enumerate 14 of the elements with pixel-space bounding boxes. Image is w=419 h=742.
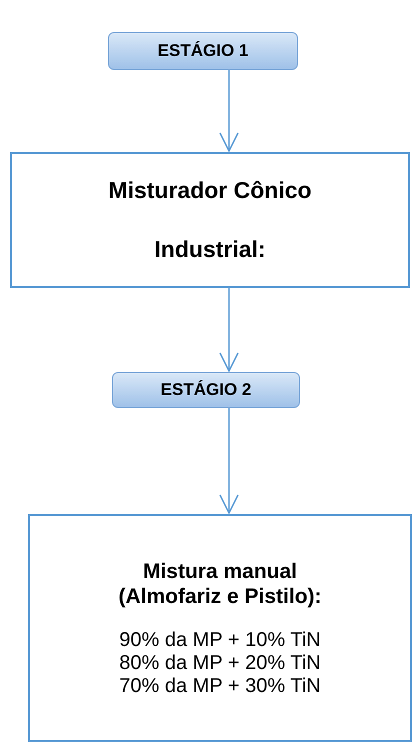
arrow	[219, 408, 239, 514]
process-title: Mistura manual (Almofariz e Pistilo):	[117, 558, 323, 608]
process-title: Misturador Cônico Industrial:	[107, 176, 313, 264]
process-box	[10, 152, 410, 288]
arrow	[219, 288, 239, 372]
stage-box	[112, 372, 300, 408]
arrow	[219, 70, 239, 152]
mixture-ratio: 70% da MP + 30% TiN	[119, 674, 321, 698]
stage-title: ESTÁGIO 2	[160, 380, 252, 400]
mixture-ratio: 80% da MP + 20% TiN	[119, 652, 321, 674]
process-box	[28, 514, 412, 742]
stage-title: ESTÁGIO 1	[158, 41, 248, 61]
mixture-ratio: 90% da MP + 10% TiN	[119, 628, 321, 652]
stage-box	[108, 32, 298, 70]
